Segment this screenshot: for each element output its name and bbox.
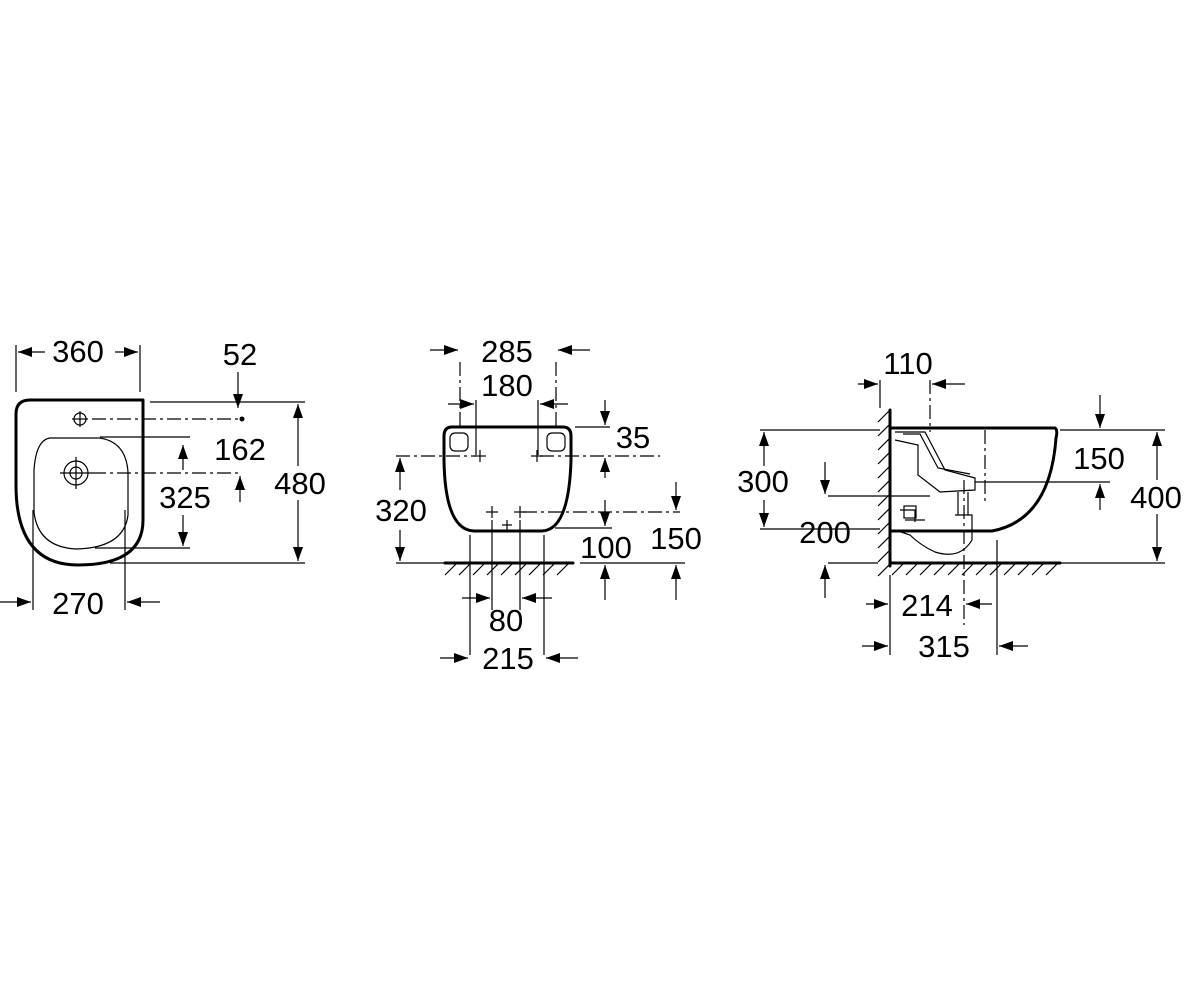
dim-lower-offset: 100 [580, 530, 632, 565]
dim-overall-height: 400 [1130, 480, 1182, 515]
dim-waste-height: 200 [799, 515, 851, 550]
front-floor-hatch [444, 562, 570, 576]
dim-fixing-width: 285 [481, 334, 533, 369]
top-view-bowl [33, 437, 129, 550]
side-view: 110 300 150 400 200 214 315 [737, 346, 1182, 664]
dim-lower-height: 150 [650, 521, 702, 556]
dim-fixing-centres: 180 [481, 368, 533, 403]
dim-tap-offset: 52 [223, 337, 257, 372]
dim-rim-height: 300 [737, 464, 789, 499]
dim-depth: 480 [274, 466, 326, 501]
dim-tap-to-bowl: 162 [214, 432, 266, 467]
dim-width-bottom: 270 [52, 586, 104, 621]
dim-fixing-drop: 35 [616, 420, 650, 455]
dim-width-top: 360 [52, 334, 104, 369]
side-view-bowl [894, 431, 976, 493]
top-view: 360 52 162 325 480 270 [0, 334, 326, 621]
dim-tap-drop: 150 [1073, 441, 1125, 476]
supply-points [486, 506, 526, 530]
front-view-outline [442, 425, 573, 533]
dim-projection: 315 [918, 629, 970, 664]
dim-tap-to-waste: 325 [159, 480, 211, 515]
tap-hole-symbol [72, 411, 88, 427]
dim-wall-gap: 110 [883, 346, 932, 381]
fixing-hole-left [449, 432, 486, 462]
front-view: 285 180 35 320 100 150 80 215 [375, 334, 702, 676]
waste-pipe [894, 492, 973, 555]
dim-supply-span: 215 [482, 641, 534, 676]
dim-waste-projection: 214 [901, 588, 953, 623]
dim-fixing-height: 320 [375, 493, 427, 528]
top-view-outline [14, 398, 145, 567]
waste-symbol [60, 457, 92, 489]
side-view-outline [890, 426, 1059, 533]
dim-supply-centres: 80 [489, 603, 523, 638]
fixing-hole-right [531, 432, 566, 462]
wall-hatch [877, 409, 891, 577]
side-floor-hatch [891, 562, 1059, 576]
